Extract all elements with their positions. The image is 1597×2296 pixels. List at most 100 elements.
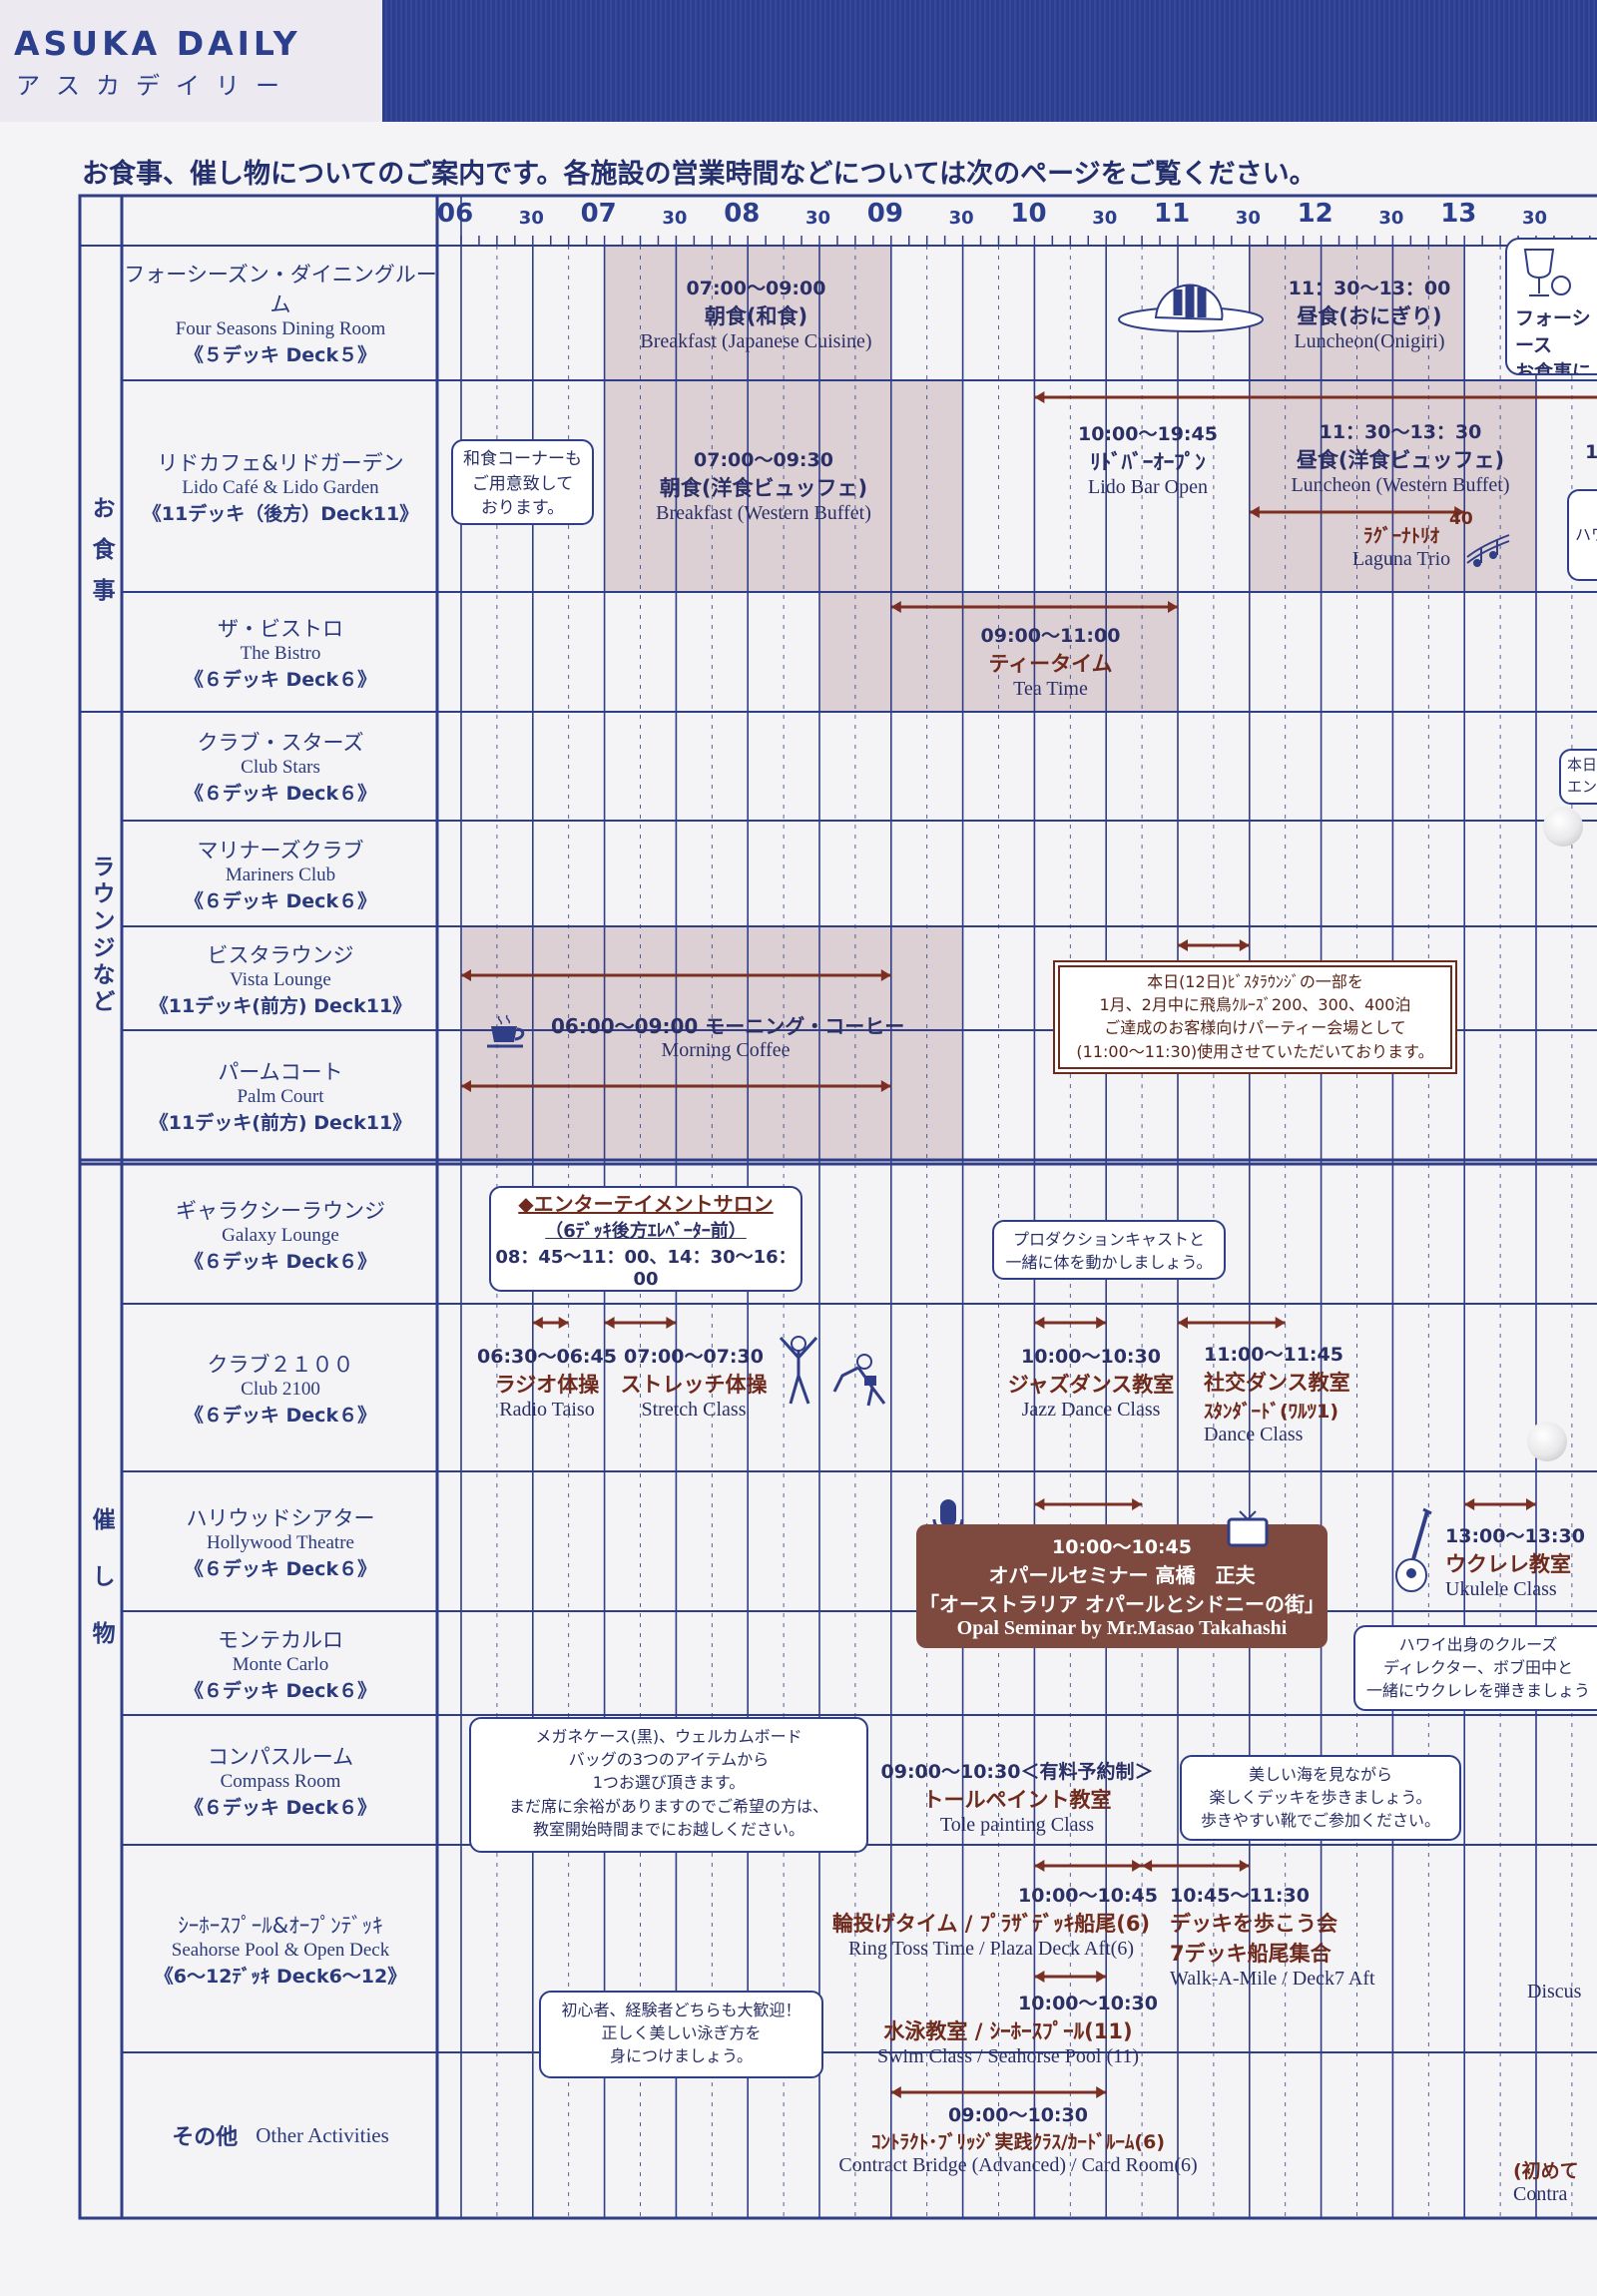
time-axis-label: 30 [949,208,974,229]
time-axis-label: 30 [1378,208,1403,229]
event-radio-taiso: 06:30～06:45 ラジオ体操 Radio Taiso [477,1342,617,1422]
note-line: バッグの3つのアイテムから [568,1750,770,1770]
time-arrow [1034,1317,1107,1329]
event-title-jp: ﾗｸﾞｰﾅﾄﾘｵ [1331,521,1471,548]
event-time: 10:45～11:30 [1170,1885,1310,1907]
note-line: ご用意致して [471,473,574,494]
row-other: その他 Other Activities [122,2052,439,2218]
row-label-en: Other Activities [256,2122,389,2147]
event-title-jp: 朝食(和食) [704,304,808,328]
ukulele-svg [1395,1507,1432,1592]
row-label-jp: フォーシーズン・ダイニングルーム [124,263,437,316]
note-line: まだ席に余裕がありますのでご希望の方は、 [508,1796,828,1816]
row-label-deck: 《11デッキ（後方）Deck11》 [142,502,419,525]
time-axis-label: 13 [1440,199,1476,229]
event-title-en: Breakfast (Japanese Cuisine) [640,330,872,352]
cut-text: Contra [1513,2183,1568,2205]
event-title-jp: 社交ダンス教室 [1204,1371,1350,1395]
salon-title: ◆エンターテイメントサロン [518,1192,774,1216]
event-title-jp: デッキを歩こう会 [1170,1912,1337,1936]
wine-glass-svg [1523,249,1571,296]
note-line: 教室開始時間までにお越しください。 [532,1819,804,1839]
time-axis-label: 30 [662,208,687,229]
ukulele-icon [1391,1505,1435,1595]
row-label-deck: 《6～12ﾃﾞｯｷ Deck6～12》 [154,1965,407,1988]
event-title-jp2: 「オーストラリア オパールとシドニーの街」 [919,1592,1325,1616]
note-hawaii: ハワイ出身のクルーズ ディレクター、ボブ田中と 一緒にウクレレを弾きましょう [1353,1625,1597,1711]
event-title-jp: 水泳教室 / ｼｰﾎｰｽﾌﾟｰﾙ(11) [883,2019,1133,2043]
row-label-deck: 《６デッキ Deck６》 [184,668,377,691]
event-title-jp: ストレッチ体操 [620,1373,768,1397]
event-title-en: Tea Time [1013,678,1088,700]
time-axis-label: 11 [1154,199,1190,229]
tv-svg [1227,1510,1269,1547]
cut-text: (初めて [1513,2160,1579,2182]
row-four-seasons: フォーシーズン・ダイニングルーム Four Seasons Dining Roo… [122,246,439,380]
row-label-jp: ハリウッドシアター [186,1505,375,1530]
shaded-block [819,592,891,712]
note-line: 楽しくデッキを歩きましょう。 [1209,1788,1432,1808]
row-label-en: Hollywood Theatre [207,1531,354,1553]
note-megane: メガネケース(黒)、ウェルカムボード バッグの3つのアイテムから 1つお選び頂き… [469,1717,868,1853]
event-contract-bridge: 09:00～10:30 ｺﾝﾄﾗｸﾄ･ﾌﾞﾘｯｼﾞ実践ｸﾗｽ/ｶｰﾄﾞﾙｰﾑ(6… [808,2100,1228,2177]
row-label-jp: マリナーズクラブ [197,838,364,862]
note-swim: 初心者、経験者どちらも大歓迎！ 正しく美しい泳ぎ方を 身につけましょう。 [539,1991,823,2078]
time-arrow [604,1317,677,1329]
event-title-jp: ラジオ体操 [494,1373,600,1397]
row-label-en: Compass Room [220,1770,341,1792]
group-label: お食事 [88,496,115,619]
note-line: 1月、2月中に飛鳥ｸﾙｰｽﾞ200、300、400泊 [1099,995,1411,1015]
event-tole-painting: 09:00～10:30＜有料予約制＞ トールペイント教室 Tole painti… [872,1757,1162,1837]
lido-cut-note: ハワ [1567,489,1597,581]
event-time: 09:00～10:30 [948,2104,1088,2126]
event-title-jp: トールペイント教室 [922,1788,1112,1812]
row-label-jp: リドカフェ&リドガーデン [157,450,404,475]
masthead: ASUKA DAILY アスカデイリー [0,0,382,122]
note-washoku: 和食コーナーも ご用意致して おります。 [451,439,594,525]
time-arrow [1249,506,1465,518]
note-line: 正しく美しい泳ぎ方を [601,2023,762,2043]
event-title-jp: ウクレレ教室 [1445,1552,1571,1576]
row-label-en: Club Stars [241,757,320,778]
time-arrow [1464,1498,1536,1510]
time-arrow [1178,1317,1286,1329]
entertainment-salon-box: ◆エンターテイメントサロン （6ﾃﾞｯｷ後方ｴﾚﾍﾞｰﾀｰ前） 08：45～11… [489,1186,802,1292]
row-vista: ビスタラウンジ Vista Lounge 《11デッキ(前方) Deck11》 [122,926,439,1030]
event-title-en: Luncheon (Western Buffet) [1291,474,1510,496]
note-line: おります。 [480,498,565,519]
row-mariners: マリナーズクラブ Mariners Club 《６デッキ Deck６》 [122,821,439,926]
event-title-en: Stretch Class [641,1399,747,1421]
event-title-en: Radio Taiso [499,1399,595,1421]
event-title-en: Walk-A-Mile / Deck7 Aft [1170,1968,1375,1990]
salon-sub: （6ﾃﾞｯｷ後方ｴﾚﾍﾞｰﾀｰ前） [545,1221,747,1242]
note-line: 本日(12日)ﾋﾞｽﾀﾗｳﾝｼﾞの一部を [1147,972,1363,991]
note-line: 一緒にウクレレを弾きましょう [1365,1681,1590,1701]
event-swim-class: 10:00～10:30 水泳教室 / ｼｰﾎｰｽﾌﾟｰﾙ(11) Swim Cl… [848,1989,1168,2068]
row-label-deck: 《５デッキ Deck５》 [184,344,377,366]
time-arrows [461,391,1597,2098]
row-label-jp: クラブ２１００ [207,1352,354,1377]
time-axis-label: 30 [519,208,544,229]
tv-icon [1226,1509,1270,1549]
event-title-en: Swim Class / Seahorse Pool (11) [876,2045,1140,2067]
row-label-jp: その他 [172,2125,239,2150]
event-time: 07:00～09:00 [686,278,826,299]
time-axis-label: 30 [1092,208,1117,229]
row-galaxy: ギャラクシーラウンジ Galaxy Lounge 《６デッキ Deck６》 [122,1164,439,1304]
note-line: 和食コーナーも [463,449,582,469]
row-label-jp: ギャラクシーラウンジ [176,1198,385,1223]
row-club2100: クラブ２１００ Club 2100 《６デッキ Deck６》 [122,1304,439,1471]
row-label-deck: 《６デッキ Deck６》 [184,1679,377,1702]
event-tea-time: 09:00～11:00 ティータイム Tea Time [963,621,1138,701]
event-title-jp: 輪投げタイム / ﾌﾟﾗｻﾞﾃﾞｯｷ船尾(6) [831,1912,1151,1936]
event-title-en: Ring Toss Time / Plaza Deck Aft(6) [847,1938,1134,1960]
grid-outer-border [78,194,1597,2220]
time-axis-label: 08 [724,199,760,229]
row-label-deck: 《６デッキ Deck６》 [184,1404,377,1427]
group-dining: お食事 [84,404,118,711]
time-arrow [532,1317,569,1329]
note-line: ご達成のお客様向けパーティー会場として [1104,1018,1406,1038]
row-label-en: Galaxy Lounge [222,1224,339,1246]
